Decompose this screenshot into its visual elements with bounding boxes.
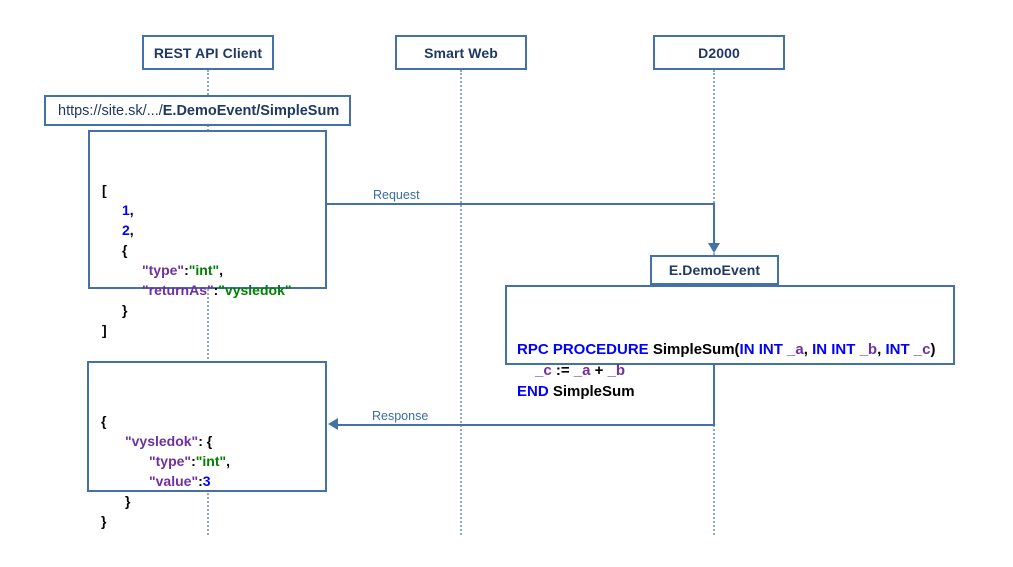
code-line: {	[101, 411, 325, 431]
code-token: :	[198, 433, 207, 449]
lifeline-rest-api-client	[207, 70, 209, 535]
code-token: RPC PROCEDURE	[517, 341, 653, 358]
code-token: "type"	[149, 453, 192, 469]
code-token: "vysledok"	[218, 282, 292, 298]
rpc-code-lines: RPC PROCEDURE SimpleSum(IN INT _a, IN IN…	[517, 339, 953, 402]
code-token: "returnAs"	[142, 282, 214, 298]
code-token: END	[517, 383, 553, 400]
code-token: IN INT	[739, 341, 788, 358]
code-token: SimpleSum(	[652, 341, 740, 358]
code-token: :	[213, 282, 219, 298]
code-line: _c := _a + _b	[517, 360, 953, 381]
code-token: "type"	[142, 262, 185, 278]
code-token: "vysledok"	[125, 433, 199, 449]
code-line: 2,	[102, 220, 325, 240]
request-json-box: [1,2,{"type":"int","returnAs":"vysledok"…	[88, 130, 327, 338]
code-token: _a	[787, 341, 804, 358]
code-line: END SimpleSum	[517, 381, 953, 402]
code-token: :	[191, 453, 196, 469]
response-json-lines: {"vysledok": {"type":"int","value":3}}	[101, 411, 325, 531]
code-token: 2	[122, 222, 130, 238]
code-token: SimpleSum	[552, 383, 635, 400]
code-token: INT	[885, 341, 914, 358]
code-token: ,	[129, 202, 134, 218]
code-token: IN INT	[812, 341, 860, 358]
request-json-lines: [1,2,{"type":"int","returnAs":"vysledok"…	[102, 180, 325, 340]
code-token: [	[102, 182, 107, 198]
response-arrowhead-icon	[328, 418, 338, 430]
request-connector-vertical	[713, 203, 715, 243]
lifeline-smart-web	[460, 70, 462, 535]
code-line: "vysledok": {	[101, 431, 325, 451]
code-token: {	[101, 413, 107, 429]
code-token: ,	[219, 262, 224, 278]
code-line: "type":"int",	[101, 451, 325, 471]
response-connector-horizontal	[338, 424, 715, 426]
code-line: RPC PROCEDURE SimpleSum(IN INT _a, IN IN…	[517, 339, 953, 360]
actor-smart-web-label: Smart Web	[424, 44, 498, 61]
code-token: )	[930, 341, 936, 358]
code-token: ,	[226, 453, 231, 469]
code-token: {	[206, 433, 213, 449]
code-line: }	[102, 300, 325, 320]
actor-rest-api-client-label: REST API Client	[153, 44, 263, 61]
request-connector-horizontal	[327, 203, 715, 205]
code-token: _a	[573, 362, 591, 379]
code-line: "returnAs":"vysledok"	[102, 280, 325, 300]
request-url-prefix: https://site.sk/.../	[58, 102, 163, 119]
code-token: :=	[551, 362, 574, 379]
code-token: _b	[859, 341, 878, 358]
code-line: "type":"int",	[102, 260, 325, 280]
actor-d2000-label: D2000	[698, 44, 740, 61]
code-line: 1,	[102, 200, 325, 220]
actor-rest-api-client[interactable]: REST API Client	[142, 35, 274, 70]
request-url-endpoint: E.DemoEvent/SimpleSum	[162, 102, 340, 119]
code-token: _c	[913, 341, 931, 358]
code-token: :	[198, 473, 203, 489]
code-token: +	[590, 362, 608, 379]
code-token: _b	[607, 362, 626, 379]
code-token: ]	[102, 322, 107, 338]
rpc-procedure-box: RPC PROCEDURE SimpleSum(IN INT _a, IN IN…	[505, 285, 955, 400]
request-connector-label: Request	[373, 188, 420, 202]
code-token: 1	[122, 202, 130, 218]
code-line: ]	[102, 320, 325, 340]
event-box-label: E.DemoEvent	[668, 262, 761, 278]
code-line: }	[101, 511, 325, 531]
actor-d2000[interactable]: D2000	[653, 35, 785, 70]
code-token: {	[122, 242, 128, 258]
code-token: ,	[129, 222, 134, 238]
response-connector-vertical	[713, 365, 715, 424]
response-connector-label: Response	[372, 409, 429, 423]
code-token: ,	[803, 341, 813, 358]
code-token: :	[184, 262, 189, 278]
code-token: "int"	[195, 453, 227, 469]
request-url-bar[interactable]: https://site.sk/.../E.DemoEvent/SimpleSu…	[44, 95, 351, 126]
request-arrowhead-icon	[708, 243, 720, 253]
code-line: }	[101, 491, 325, 511]
code-token: "value"	[149, 473, 199, 489]
code-token: }	[101, 513, 107, 529]
code-line: {	[102, 240, 325, 260]
code-token: _c	[535, 362, 552, 379]
code-line: "value":3	[101, 471, 325, 491]
code-token: }	[122, 302, 128, 318]
response-json-box: {"vysledok": {"type":"int","value":3}}	[87, 361, 327, 529]
code-token: 3	[202, 473, 211, 489]
code-token: "int"	[188, 262, 220, 278]
actor-smart-web[interactable]: Smart Web	[395, 35, 527, 70]
code-line: [	[102, 180, 325, 200]
code-token: ,	[877, 341, 886, 358]
event-box-demo-event[interactable]: E.DemoEvent	[650, 255, 779, 285]
code-token: }	[125, 493, 131, 509]
